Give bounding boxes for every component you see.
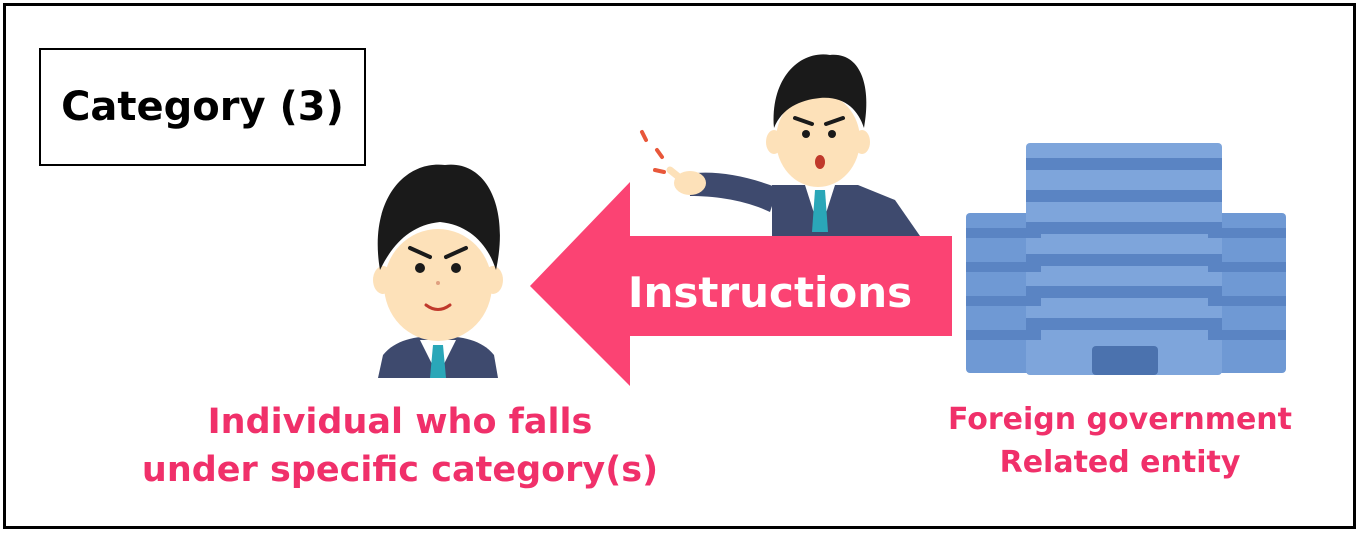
category-label-box: Category (3) — [39, 48, 366, 166]
instruction-arrow-label: Instructions — [627, 268, 913, 317]
pointing-businessman-icon — [640, 54, 920, 236]
office-building-icon — [966, 143, 1286, 375]
foreign-entity-label-line1: Foreign government — [947, 402, 1293, 437]
category-label: Category (3) — [61, 84, 344, 130]
businessman-icon — [373, 164, 503, 378]
instruction-arrow — [530, 182, 952, 386]
individual-label-line2: under specific category(s) — [141, 450, 659, 490]
individual-label-line1: Individual who falls — [207, 402, 593, 442]
foreign-entity-label: Foreign government Related entity — [920, 398, 1320, 484]
individual-label: Individual who falls under specific cate… — [100, 398, 700, 494]
foreign-entity-label-line2: Related entity — [999, 445, 1241, 480]
